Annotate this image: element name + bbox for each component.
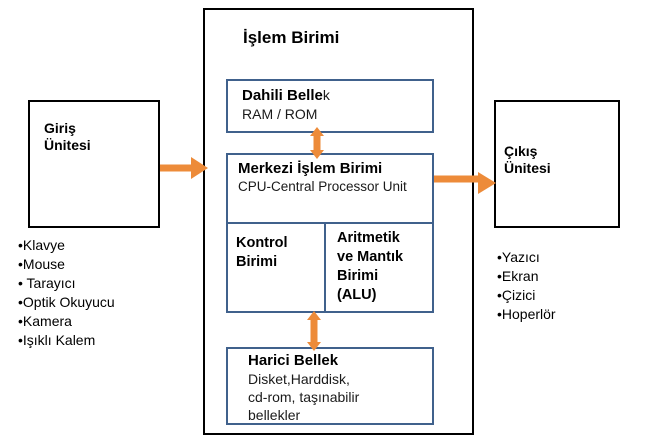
list-item: •Klavye	[18, 237, 65, 253]
internal-memory-box	[226, 79, 434, 133]
control-unit-label: Kontrol Birimi	[236, 235, 288, 270]
output-unit-box	[494, 100, 620, 228]
internal-memory-subtitle: RAM / ROM	[242, 106, 318, 122]
internal-memory-title: Dahili Bellek	[242, 86, 432, 105]
list-item: •Mouse	[18, 256, 65, 272]
input-unit-box	[28, 100, 160, 228]
alu-label: Aritmetik ve Mantık Birimi (ALU)	[337, 230, 404, 303]
internal-memory-title-main: Dahili Belle	[242, 87, 323, 104]
input-devices-list: •Klavye •Mouse • Tarayıcı •Optik Okuyucu…	[18, 236, 193, 350]
processing-unit-title: İşlem Birimi	[243, 28, 340, 47]
external-memory-title: Harici Bellek	[248, 352, 339, 369]
cpu-box	[226, 153, 434, 313]
cpu-header-divider	[228, 222, 432, 224]
list-item: • Tarayıcı	[18, 275, 76, 291]
cpu-title: Merkezi İşlem Birimi	[238, 160, 383, 177]
cpu-header: Merkezi İşlem Birimi CPU-Central Process…	[238, 160, 434, 195]
external-memory-lines: Disket,Harddisk, cd-rom, taşınabilir bel…	[248, 371, 360, 423]
list-item: •Ekran	[497, 268, 539, 284]
list-item: •Işıklı Kalem	[18, 332, 96, 348]
input-to-processing-arrow-icon	[160, 157, 208, 179]
input-unit-label: Giriş Ünitesi	[44, 120, 91, 153]
internal-memory-text: Dahili Bellek RAM / ROM	[242, 86, 432, 123]
list-item: •Hoperlör	[497, 306, 556, 322]
list-item: •Yazıcı	[497, 249, 540, 265]
cpu-subtitle: CPU-Central Processor Unit	[238, 179, 407, 194]
external-memory-box	[226, 347, 434, 425]
external-memory-text: Harici Bellek Disket,Harddisk, cd-rom, t…	[248, 352, 434, 424]
list-item: •Kamera	[18, 313, 72, 329]
output-devices-list: •Yazıcı •Ekran •Çizici •Hoperlör	[497, 248, 647, 324]
list-item: •Çizici	[497, 287, 536, 303]
cpu-cell-divider	[324, 224, 326, 311]
output-unit-label: Çıkış Ünitesi	[504, 143, 551, 176]
internal-memory-title-tail: k	[322, 87, 330, 103]
list-item: •Optik Okuyucu	[18, 294, 115, 310]
